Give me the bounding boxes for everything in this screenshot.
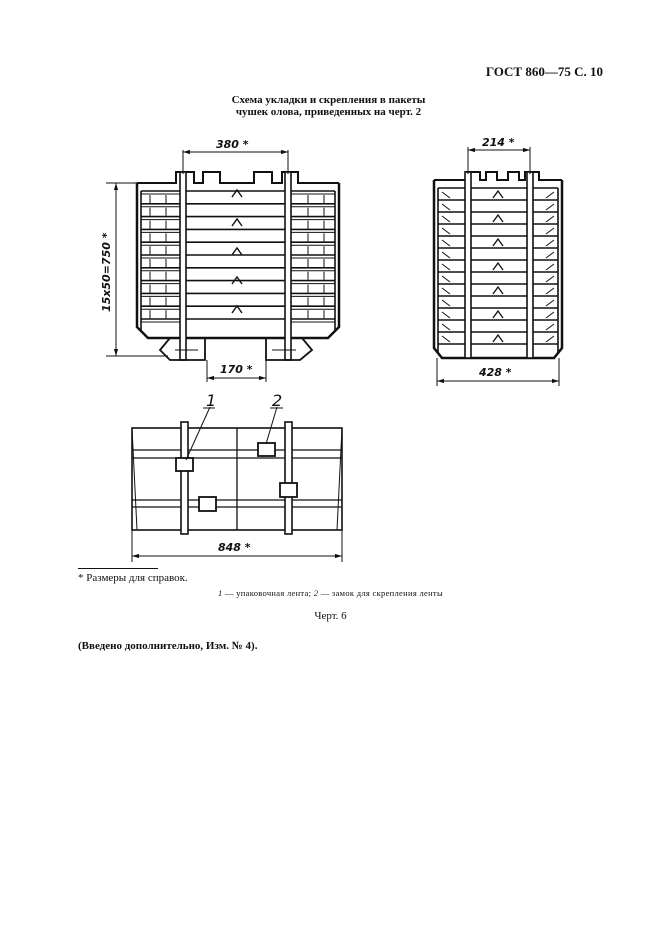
front-view [135, 171, 341, 361]
triangle-mark [231, 188, 243, 198]
plan-view-dimensions [131, 530, 343, 562]
figure-legend: 1 — упаковочная лента; 2 — замок для скр… [0, 588, 661, 598]
front-view-top-cap [137, 171, 339, 184]
side-mark-diagonal [545, 239, 555, 247]
triangle-mark [492, 237, 504, 247]
side-mark-diagonal [545, 299, 555, 307]
side-view-dimensions [436, 147, 560, 386]
callout-tape: 1 [206, 391, 216, 410]
side-mark-diagonal [545, 215, 555, 223]
front-view-layers [140, 190, 336, 330]
plan-view-lock-3 [198, 496, 217, 512]
dim-plan-length: 848 * [218, 541, 251, 554]
side-view-tape-left [464, 171, 472, 359]
side-mark-diagonal [545, 251, 555, 259]
triangle-mark [492, 261, 504, 271]
leader-tape [185, 406, 211, 461]
dim-foot-gap: 170 * [220, 363, 253, 376]
side-mark-diagonal [545, 191, 555, 199]
triangle-mark [231, 275, 243, 285]
side-mark-diagonal [441, 227, 451, 235]
figure-title: Схема укладки и скрепления в пакеты чуше… [0, 94, 661, 118]
side-view-tape-right [526, 171, 534, 359]
side-mark-diagonal [441, 323, 451, 331]
side-mark-diagonal [441, 251, 451, 259]
amendment-note: (Введено дополнительно, Изм. № 4). [78, 640, 258, 652]
side-view-triangle-marks [441, 189, 555, 343]
side-mark-diagonal [441, 299, 451, 307]
side-mark-diagonal [441, 275, 451, 283]
side-mark-diagonal [545, 287, 555, 295]
triangle-mark [231, 304, 243, 314]
plan-view [131, 406, 343, 535]
side-mark-diagonal [545, 263, 555, 271]
figure-title-line-2: чушек олова, приведенных на черт. 2 [235, 106, 422, 118]
side-mark-diagonal [441, 335, 451, 343]
triangle-mark [492, 213, 504, 223]
side-view [432, 171, 564, 360]
front-view-tape-left [179, 171, 187, 361]
standard-header: ГОСТ 860—75 С. 10 [485, 64, 603, 79]
plan-view-lock-4 [279, 482, 298, 498]
legend-text-1: — упаковочная лента; [222, 588, 314, 598]
front-view-tape-right [284, 171, 292, 361]
front-view-triangle-marks [149, 188, 325, 319]
footnote-rule [78, 568, 158, 569]
technical-drawing: 380 * 15х50=750 * 170 * 214 * 428 * [100, 136, 564, 562]
front-view-foot-left [158, 337, 206, 361]
side-view-top-cap [434, 171, 562, 181]
side-mark-diagonal [545, 323, 555, 331]
side-mark-diagonal [441, 311, 451, 319]
legend-num-1: 1 [218, 588, 223, 598]
dim-width-top: 380 * [216, 138, 249, 151]
front-view-foot-right [265, 337, 314, 361]
front-view-dimensions [106, 149, 289, 382]
figure-caption: Черт. 6 [314, 610, 347, 622]
legend-num-2: 2 [313, 588, 319, 598]
plan-view-lock-1 [175, 457, 194, 472]
legend-text-2: — замок для скрепления ленты [318, 588, 443, 598]
figure-title-line-1: Схема укладки и скрепления в пакеты [231, 94, 426, 106]
side-mark-diagonal [545, 227, 555, 235]
dim-stack-height: 15х50=750 * [100, 232, 113, 312]
side-mark-diagonal [545, 335, 555, 343]
dim-side-top: 214 * [482, 136, 515, 149]
side-view-layers [437, 187, 559, 352]
side-view-outline [432, 180, 564, 360]
plan-view-lock-2 [257, 442, 276, 457]
front-view-outline [135, 183, 341, 340]
side-mark-diagonal [441, 239, 451, 247]
side-mark-diagonal [441, 203, 451, 211]
triangle-mark [492, 285, 504, 295]
triangle-mark [492, 333, 504, 343]
side-mark-diagonal [545, 203, 555, 211]
dim-side-width: 428 * [478, 366, 512, 379]
triangle-mark [492, 189, 504, 199]
side-mark-diagonal [441, 191, 451, 199]
leader-lock [265, 406, 278, 445]
side-mark-diagonal [441, 287, 451, 295]
triangle-mark [231, 246, 243, 256]
triangle-mark [231, 217, 243, 227]
side-mark-diagonal [441, 215, 451, 223]
callout-lock: 2 [272, 391, 282, 410]
side-mark-diagonal [441, 263, 451, 271]
footnote: * Размеры для справок. [78, 572, 188, 584]
plan-view-tape-left [180, 421, 189, 535]
side-mark-diagonal [545, 311, 555, 319]
triangle-mark [492, 309, 504, 319]
side-mark-diagonal [545, 275, 555, 283]
plan-view-tape-right [284, 421, 293, 535]
